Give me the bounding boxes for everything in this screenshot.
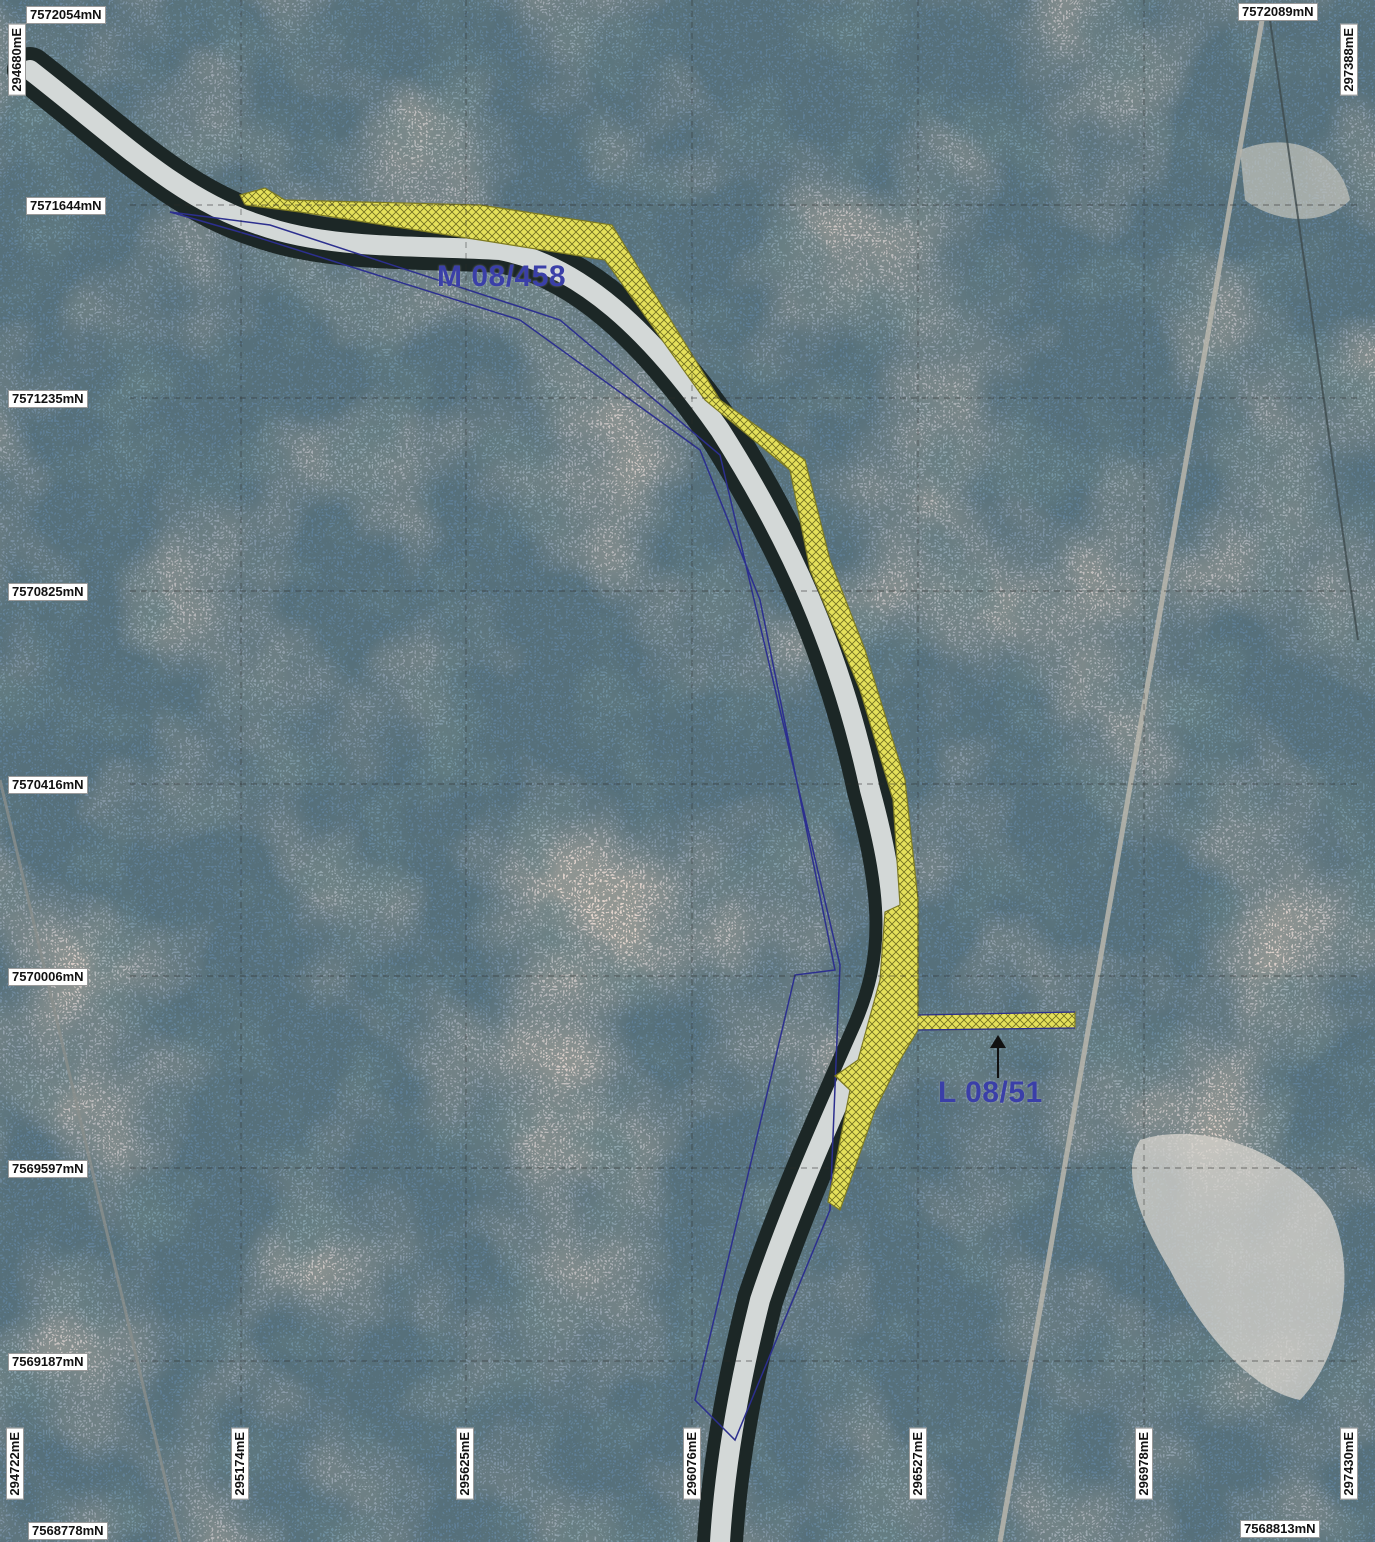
northing-label: 7571644mN — [26, 197, 106, 215]
easting-label-top-right: 297388mE — [1340, 24, 1358, 96]
northing-label: 7571235mN — [8, 390, 88, 408]
northing-label: 7569187mN — [8, 1353, 88, 1371]
easting-label-top-left: 294680mE — [8, 24, 26, 96]
northing-label: 7570416mN — [8, 776, 88, 794]
northing-label-bottom-right: 7568813mN — [1240, 1520, 1320, 1538]
tenement-label-mining-lease: M 08/458 — [437, 260, 567, 293]
easting-label: 297430mE — [1340, 1428, 1358, 1500]
easting-label: 295174mE — [231, 1428, 249, 1500]
tenement-label-misc-licence: L 08/51 — [938, 1076, 1043, 1109]
easting-label: 296076mE — [683, 1428, 701, 1500]
northing-label: 7569597mN — [8, 1160, 88, 1178]
northing-label: 7568778mN — [28, 1522, 108, 1540]
northing-label: 7570006mN — [8, 968, 88, 986]
easting-label: 294722mE — [6, 1428, 24, 1500]
northing-label: 7570825mN — [8, 583, 88, 601]
easting-label: 296527mE — [909, 1428, 927, 1500]
easting-label: 295625mE — [456, 1428, 474, 1500]
northing-label: 7572054mN — [26, 6, 106, 24]
easting-label: 296978mE — [1135, 1428, 1153, 1500]
northing-label-top-right: 7572089mN — [1238, 3, 1318, 21]
